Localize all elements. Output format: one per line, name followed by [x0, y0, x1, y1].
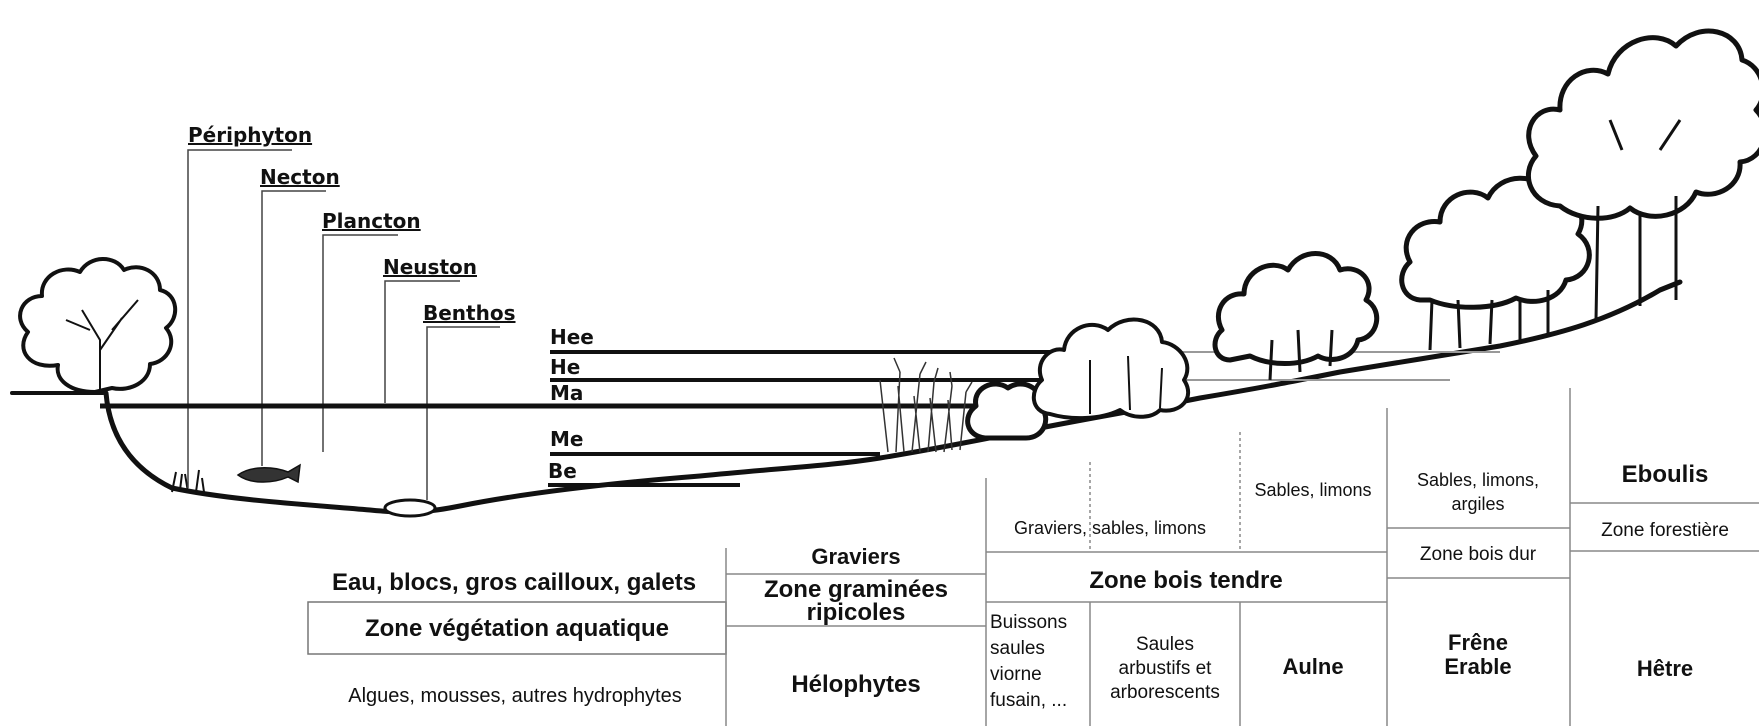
forest-tree-icon: [1528, 31, 1759, 218]
periphyton-leader: [188, 150, 292, 488]
bois-dur-zone-text: Zone bois dur: [1420, 544, 1537, 565]
water-level-be-label: Be: [548, 459, 577, 483]
saules-text-line3: arborescents: [1110, 682, 1220, 703]
periphyton-label: Périphyton: [188, 123, 312, 147]
vegetation-illustrations: [20, 31, 1759, 452]
buissons-text-line1: Buissons: [990, 612, 1067, 633]
benthos-label-group: Benthos: [423, 301, 516, 500]
bois-tendre-substrate-left-text: Graviers, sables, limons: [1014, 518, 1206, 538]
neuston-label: Neuston: [383, 255, 477, 279]
water-level-ma-label: Ma: [550, 381, 583, 405]
graminees-zone-text-line2: ripicoles: [807, 599, 906, 626]
bois-dur-vegetation-line2: Erable: [1444, 654, 1511, 679]
bois-tendre-tree-1-icon: [1215, 254, 1377, 364]
plancton-label-group: Plancton: [322, 209, 421, 452]
organism-labels: Périphyton Necton Plancton Neuston Benth…: [188, 123, 516, 500]
aquatic-zone-text: Zone végétation aquatique: [365, 615, 669, 642]
saules-text-line2: arbustifs et: [1119, 658, 1213, 679]
bois-tendre-zone-text: Zone bois tendre: [1089, 567, 1282, 594]
benthos-label: Benthos: [423, 301, 516, 325]
bois-dur-substrate-line1: Sables, limons,: [1417, 470, 1539, 490]
water-level-hee-label: Hee: [550, 325, 594, 349]
left-bank-shrub-icon: [20, 259, 175, 392]
buissons-cell: Buissons saules viorne fusain, ...: [990, 612, 1067, 711]
forest-substrate-text: Eboulis: [1622, 461, 1709, 488]
plancton-label: Plancton: [322, 209, 421, 233]
bois-dur-substrate-line2: argiles: [1451, 494, 1504, 514]
necton-leader: [262, 191, 326, 466]
water-level-he-label: He: [550, 355, 580, 379]
graminees-vegetation-text: Hélophytes: [791, 671, 920, 698]
benthos-leader: [427, 327, 500, 500]
zone-table-text: Eau, blocs, gros cailloux, galets Zone v…: [332, 461, 1729, 711]
neuston-leader: [385, 281, 460, 403]
graminees-substrate-text: Graviers: [811, 544, 900, 569]
buissons-text-line4: fusain, ...: [990, 690, 1067, 711]
necton-label: Necton: [260, 165, 340, 189]
aquatic-substrate-text: Eau, blocs, gros cailloux, galets: [332, 569, 696, 596]
buissons-text-line2: saules: [990, 638, 1045, 659]
buissons-text-line3: viorne: [990, 664, 1042, 685]
aquatic-vegetation-text: Algues, mousses, autres hydrophytes: [348, 685, 682, 707]
forest-zone-text: Zone forestière: [1601, 520, 1729, 541]
saules-bush-icon: [1034, 320, 1188, 419]
bois-tendre-substrate-right-text: Sables, limons: [1254, 480, 1371, 500]
saules-text-line1: Saules: [1136, 634, 1194, 655]
water-level-me-label: Me: [550, 427, 583, 451]
bois-dur-vegetation-line1: Frêne: [1448, 630, 1508, 655]
benthos-stone: [385, 500, 435, 516]
aulne-text: Aulne: [1282, 654, 1343, 679]
fish-icon: [238, 465, 300, 482]
forest-vegetation-text: Hêtre: [1637, 656, 1693, 681]
neuston-label-group: Neuston: [383, 255, 477, 403]
